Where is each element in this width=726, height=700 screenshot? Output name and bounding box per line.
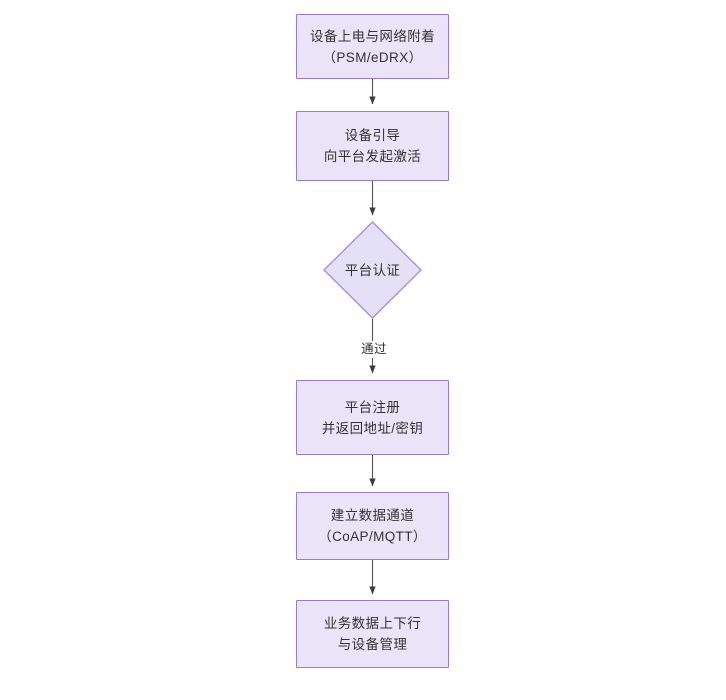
node-bootstrap-line-2: 向平台发起激活 bbox=[323, 149, 422, 164]
node-data-channel-line-2: （CoAP/MQTT） bbox=[318, 529, 427, 544]
node-bootstrap[interactable]: 设备引导 向平台发起激活 bbox=[296, 111, 449, 181]
node-platform-register-line-2: 并返回地址/密钥 bbox=[321, 420, 424, 436]
node-data-channel[interactable]: 建立数据通道 （CoAP/MQTT） bbox=[296, 492, 449, 560]
node-platform-register[interactable]: 平台注册 并返回地址/密钥 bbox=[296, 380, 449, 455]
node-power-on-line-2: （PSM/eDRX） bbox=[322, 49, 423, 65]
edge-label-pass: 通过 bbox=[353, 341, 395, 358]
node-power-on[interactable]: 设备上电与网络附着 （PSM/eDRX） bbox=[296, 14, 449, 79]
node-data-channel-line-1: 建立数据通道 bbox=[330, 508, 415, 523]
node-power-on-line-1: 设备上电与网络附着 bbox=[309, 28, 436, 44]
node-platform-auth-label: 平台认证 bbox=[344, 262, 401, 278]
node-business-data[interactable]: 业务数据上下行 与设备管理 bbox=[296, 600, 449, 668]
node-platform-auth[interactable]: 平台认证 bbox=[323, 221, 422, 319]
node-bootstrap-line-1: 设备引导 bbox=[344, 128, 401, 143]
node-business-data-line-1: 业务数据上下行 bbox=[323, 616, 422, 631]
diamond-shape bbox=[323, 221, 422, 319]
node-business-data-line-2: 与设备管理 bbox=[337, 637, 408, 652]
node-platform-register-line-1: 平台注册 bbox=[344, 399, 401, 415]
